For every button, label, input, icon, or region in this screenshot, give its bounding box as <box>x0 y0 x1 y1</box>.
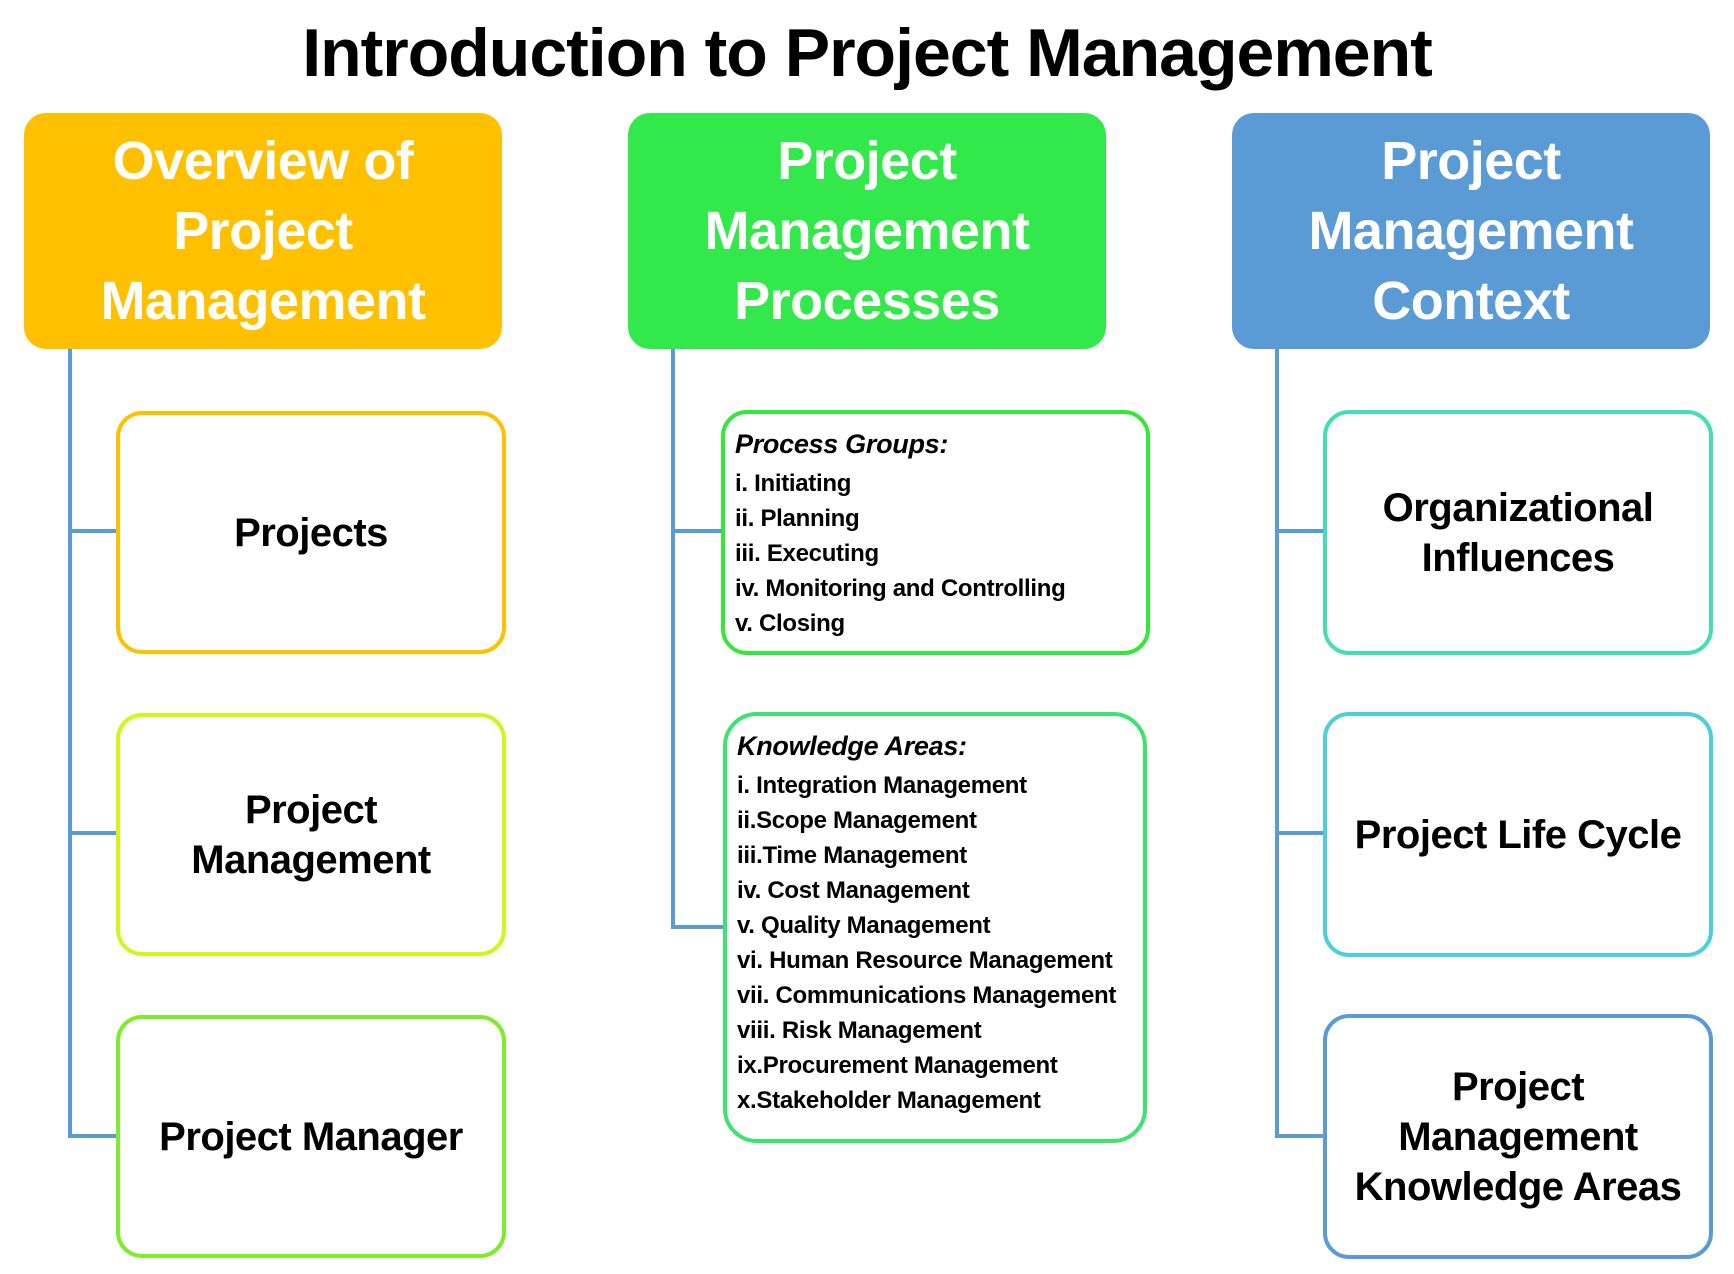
process-group-item: v. Closing <box>735 610 845 637</box>
knowledge-area-item: iv. Cost Management <box>737 877 970 904</box>
node-label: Project Manager <box>159 1114 463 1159</box>
node-pm-knowledge-areas: Project Management Knowledge Areas <box>1323 1014 1713 1259</box>
process-group-item: iii. Executing <box>735 540 879 567</box>
diagram-title: Introduction to Project Management <box>302 15 1433 91</box>
node-knowledge-areas: Knowledge Areas: i. Integration Manageme… <box>723 712 1147 1143</box>
node-label: Projects <box>234 510 388 555</box>
connector-vertical-context <box>1275 349 1279 1138</box>
connector-branch-knowledge-areas <box>671 925 725 929</box>
node-label: Organizational Influences <box>1382 485 1654 580</box>
node-organizational-influences: Organizational Influences <box>1323 410 1713 655</box>
node-label: Project Management Knowledge Areas <box>1354 1064 1682 1209</box>
header-label: Project Management Context <box>1308 131 1634 331</box>
knowledge-area-item: iii.Time Management <box>737 842 967 869</box>
connector-branch-org-influences <box>1275 529 1325 533</box>
header-project-management-processes: Project Management Processes <box>628 113 1106 349</box>
knowledge-area-item: vi. Human Resource Management <box>737 947 1113 974</box>
connector-vertical-overview <box>68 349 72 1138</box>
process-group-item: i. Initiating <box>735 470 852 497</box>
node-process-groups: Process Groups: i. Initiating ii. Planni… <box>721 410 1150 655</box>
process-group-item: iv. Monitoring and Controlling <box>735 575 1066 602</box>
knowledge-area-item: vii. Communications Management <box>737 982 1117 1009</box>
connector-branch-process-groups <box>671 529 723 533</box>
header-project-management-context: Project Management Context <box>1232 113 1710 349</box>
knowledge-areas-heading: Knowledge Areas: <box>737 731 967 761</box>
knowledge-area-item: x.Stakeholder Management <box>737 1087 1041 1114</box>
node-project-life-cycle: Project Life Cycle <box>1323 712 1713 957</box>
process-groups-heading: Process Groups: <box>735 429 949 459</box>
connector-branch-projects <box>68 529 118 533</box>
node-project-manager: Project Manager <box>116 1015 506 1258</box>
knowledge-area-item: ix.Procurement Management <box>737 1052 1058 1079</box>
header-label: Overview of Project Management <box>100 131 426 331</box>
knowledge-area-item: ii.Scope Management <box>737 807 977 834</box>
connector-branch-pm-knowledge-areas <box>1275 1134 1325 1138</box>
knowledge-area-item: v. Quality Management <box>737 912 991 939</box>
connector-branch-project-manager <box>68 1134 118 1138</box>
node-projects: Projects <box>116 411 506 654</box>
header-overview-of-project-management: Overview of Project Management <box>24 113 502 349</box>
connector-branch-project-management <box>68 831 118 835</box>
knowledge-area-item: viii. Risk Management <box>737 1017 982 1044</box>
connector-vertical-processes <box>671 349 675 929</box>
node-label: Project Management <box>191 787 431 882</box>
header-label: Project Management Processes <box>704 131 1030 331</box>
process-group-item: ii. Planning <box>735 505 860 532</box>
knowledge-area-item: i. Integration Management <box>737 772 1027 799</box>
node-project-management: Project Management <box>116 713 506 956</box>
node-label: Project Life Cycle <box>1354 812 1682 857</box>
connector-branch-life-cycle <box>1275 831 1325 835</box>
